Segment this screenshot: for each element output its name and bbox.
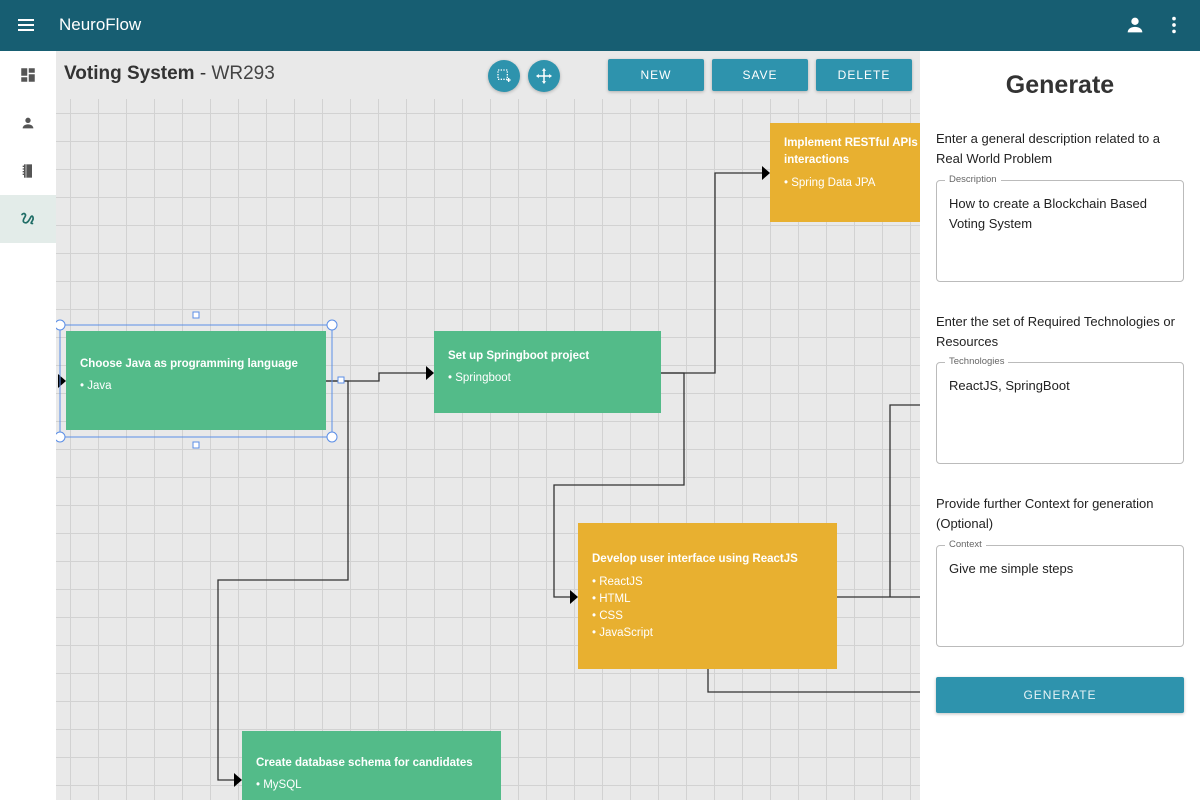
edge-java-springboot [326, 372, 428, 382]
node-item: • ReactJS [592, 576, 643, 588]
node-items: • Spring Data JPA [784, 175, 875, 192]
node-items: • ReactJS • HTML • CSS • JavaScript [592, 574, 653, 642]
arrow-into-restful [762, 166, 770, 180]
node-title-line2: interactions [784, 154, 850, 166]
app-bar: NeuroFlow [0, 0, 1200, 51]
node-items: • Java [80, 378, 112, 395]
node-java[interactable]: Choose Java as programming language • Ja… [66, 331, 326, 430]
context-prompt: Provide further Context for generation (… [936, 496, 1154, 531]
sidebar-item-flow[interactable] [0, 195, 56, 243]
title-separator: - [194, 63, 212, 84]
description-legend: Description [945, 174, 1001, 185]
sidebar-item-dashboard[interactable] [0, 51, 56, 99]
pan-button[interactable] [528, 60, 560, 92]
node-item: • JavaScript [592, 627, 653, 639]
technologies-prompt: Enter the set of Required Technologies o… [936, 314, 1175, 349]
node-items: • MySQL [256, 777, 302, 794]
edge-ui-bottom [707, 669, 920, 693]
context-field[interactable]: Context Give me simple steps [936, 539, 1184, 647]
technologies-field[interactable]: Technologies ReactJS, SpringBoot [936, 356, 1184, 464]
description-prompt: Enter a general description related to a… [936, 131, 1161, 166]
technologies-legend: Technologies [945, 356, 1009, 367]
node-item: • Springboot [448, 372, 511, 384]
move-icon [536, 68, 552, 84]
node-springboot[interactable]: Set up Springboot project • Springboot [434, 331, 661, 413]
app-title: NeuroFlow [59, 15, 142, 34]
sidebar-item-profile[interactable] [0, 99, 56, 147]
generate-panel: Generate Enter a general description rel… [920, 51, 1200, 800]
node-item: • CSS [592, 610, 623, 622]
person-icon [22, 117, 34, 129]
node-item: • Spring Data JPA [784, 177, 876, 189]
select-area-button[interactable] [488, 60, 520, 92]
arrow-into-java [58, 374, 66, 388]
node-title: Set up Springboot project [448, 350, 590, 362]
document-title: Voting System - WR293 [64, 63, 275, 85]
node-db[interactable]: Create database schema for candidates • … [242, 731, 501, 800]
node-item: • Java [80, 380, 112, 392]
edge-springboot-restful [661, 172, 764, 374]
flow-edges [58, 166, 920, 787]
context-legend: Context [945, 539, 986, 550]
context-value[interactable]: Give me simple steps [949, 561, 1074, 576]
sidebar [0, 51, 56, 800]
node-title-line1: Implement RESTful APIs f [784, 137, 920, 149]
flow-icon [21, 212, 34, 225]
node-title: Develop user interface using ReactJS [592, 553, 798, 565]
node-ui[interactable]: Develop user interface using ReactJS • R… [578, 523, 837, 669]
sidebar-item-notebook[interactable] [0, 147, 56, 195]
arrow-into-db [234, 773, 242, 787]
node-item: • HTML [592, 593, 631, 605]
node-items: • Springboot [448, 370, 511, 387]
menu-icon[interactable] [18, 17, 36, 33]
canvas-header: Voting System - WR293 NEW SAVE DELETE [56, 51, 920, 99]
document-code: WR293 [211, 63, 275, 84]
description-value[interactable]: How to create a Blockchain Based Voting … [949, 196, 1147, 231]
select-area-icon [497, 69, 511, 82]
node-title: Create database schema for candidates [256, 757, 473, 769]
more-vert-icon[interactable] [1163, 14, 1185, 36]
save-button[interactable]: SAVE [712, 59, 808, 91]
node-title: Choose Java as programming language [80, 358, 298, 370]
delete-button[interactable]: DELETE [816, 59, 912, 91]
generate-button[interactable]: GENERATE [936, 677, 1184, 713]
dashboard-icon [21, 68, 35, 82]
edge-java-db [217, 380, 349, 781]
technologies-value[interactable]: ReactJS, SpringBoot [949, 378, 1070, 393]
notebook-icon [22, 164, 32, 178]
flow-canvas[interactable]: Voting System - WR293 NEW SAVE DELETE [56, 51, 920, 800]
node-restful[interactable]: Implement RESTful APIs f interactions • … [770, 123, 920, 222]
node-item: • MySQL [256, 779, 302, 791]
panel-heading: Generate [1005, 71, 1115, 99]
document-name: Voting System [64, 63, 195, 84]
arrow-into-springboot [426, 366, 434, 380]
arrow-into-ui [570, 590, 578, 604]
account-icon[interactable] [1124, 14, 1146, 36]
description-field[interactable]: Description How to create a Blockchain B… [936, 174, 1184, 282]
edge-springboot-ui [553, 372, 685, 598]
edge-right-vertical [889, 404, 920, 597]
new-button[interactable]: NEW [608, 59, 704, 91]
